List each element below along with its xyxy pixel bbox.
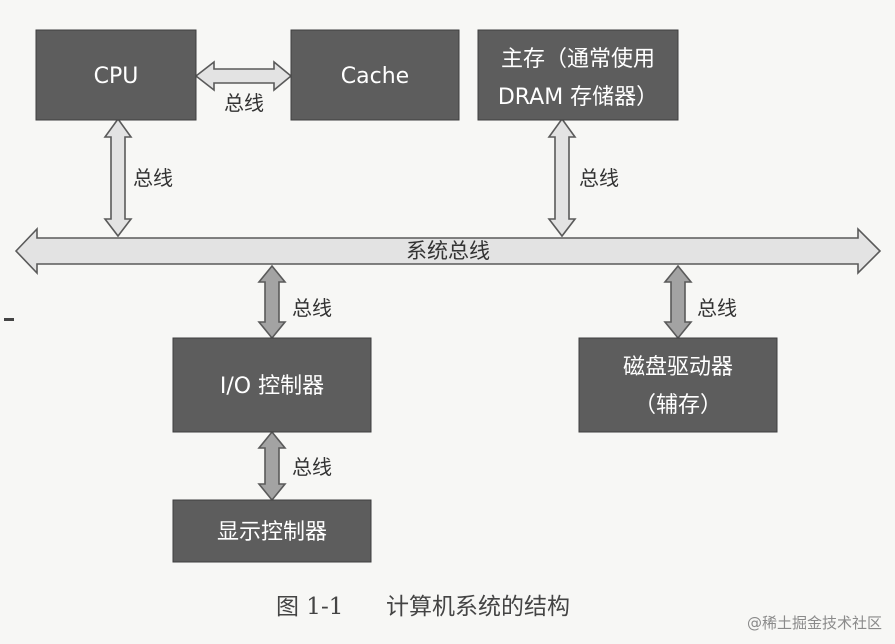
stray-mark (4, 318, 14, 321)
system-bus-label: 系统总线 (406, 239, 490, 263)
disk-drive-label-line1: 磁盘驱动器 (623, 355, 733, 380)
display-controller-label: 显示控制器 (217, 520, 327, 545)
cpu-bus-label: 总线 (133, 166, 173, 190)
cpu-box (35, 29, 197, 121)
cpu-bus-arrow (103, 117, 133, 238)
figure-title: 计算机系统的结构 (386, 594, 570, 620)
display-bus-label: 总线 (292, 455, 332, 479)
io-bus-arrow (257, 264, 287, 340)
system-bus-arrow (14, 227, 882, 275)
disk-bus-arrow (663, 264, 693, 340)
main-memory-label-line2: DRAM 存储器） (498, 85, 658, 110)
memory-bus-label: 总线 (579, 166, 619, 190)
main-memory-box (477, 29, 679, 121)
disk-bus-label: 总线 (697, 296, 737, 320)
cache-label: Cache (341, 64, 409, 89)
main-memory-label-line1: 主存（通常使用 (501, 47, 655, 72)
cpu-label: CPU (94, 64, 139, 89)
io-controller-box (172, 337, 372, 433)
disk-drive-box (578, 337, 778, 433)
cache-box (290, 29, 460, 121)
watermark-text: @稀土掘金技术社区 (747, 614, 882, 632)
io-bus-label: 总线 (292, 296, 332, 320)
display-bus-arrow (257, 430, 287, 502)
io-controller-label: I/O 控制器 (220, 374, 324, 399)
disk-drive-label-line2: （辅存） (634, 393, 722, 418)
cpu-cache-bus-label: 总线 (224, 91, 264, 115)
memory-bus-arrow (547, 117, 577, 238)
figure-number: 图 1-1 (276, 594, 343, 620)
cpu-cache-bus-arrow (194, 60, 293, 92)
display-controller-box (172, 499, 372, 563)
